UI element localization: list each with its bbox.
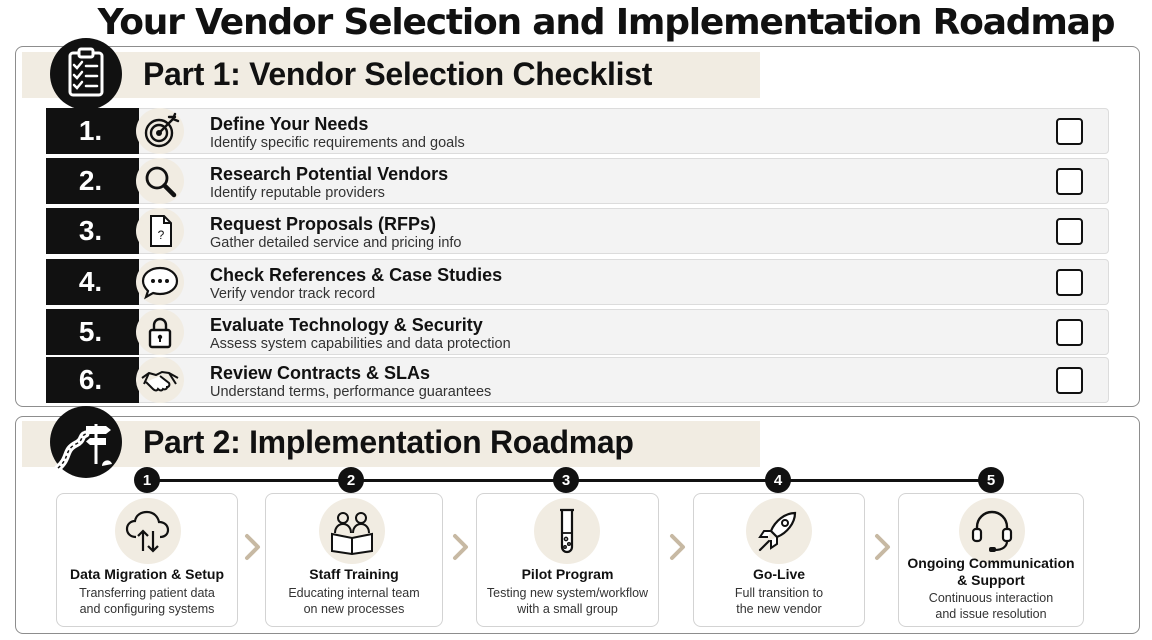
- chevron-right-icon: [242, 532, 264, 562]
- checklist-checkbox[interactable]: [1056, 319, 1083, 346]
- part2-heading: Part 2: Implementation Roadmap: [143, 424, 634, 460]
- road-signpost-icon: [50, 406, 122, 478]
- chevron-right-icon: [667, 532, 689, 562]
- svg-text:?: ?: [158, 228, 165, 242]
- handshake-icon: [136, 357, 184, 403]
- part1-heading-band: [22, 52, 760, 98]
- checklist-row-background: [134, 158, 1109, 204]
- checklist-row-background: [134, 357, 1109, 403]
- rocket-icon: [746, 498, 812, 564]
- step-number: 2.: [46, 158, 139, 204]
- roadmap-step-number: 3: [553, 467, 579, 493]
- checklist-item-description: Understand terms, performance guarantees: [210, 384, 492, 400]
- checklist-item-title: Define Your Needs: [210, 114, 369, 134]
- roadmap-step-description: and configuring systems: [79, 602, 215, 616]
- checklist-item-title: Request Proposals (RFPs): [210, 214, 437, 234]
- roadmap-step-title: Staff Training: [309, 566, 399, 582]
- clipboard-checklist-icon: [50, 38, 122, 110]
- step-number: 5.: [46, 309, 139, 355]
- checklist-row-background: [134, 108, 1109, 154]
- part1-heading: Part 1: Vendor Selection Checklist: [143, 56, 653, 92]
- checklist-item-title: Research Potential Vendors: [210, 164, 449, 184]
- checklist-item-description: Identify specific requirements and goals: [210, 135, 465, 151]
- checklist-row: 3.? Request Proposals (RFPs)Gather detail…: [46, 208, 1109, 254]
- roadmap-step-description: Testing new system/workflow: [486, 586, 649, 600]
- checklist-checkbox[interactable]: [1056, 118, 1083, 145]
- document-question-icon: ?: [136, 208, 184, 254]
- magnifier-icon: [136, 158, 184, 204]
- checklist-checkbox[interactable]: [1056, 269, 1083, 296]
- roadmap-step-description: Continuous interaction: [928, 591, 1054, 605]
- checklist-checkbox[interactable]: [1056, 367, 1083, 394]
- padlock-icon: [136, 309, 184, 355]
- roadmap-step-description: Educating internal team: [288, 586, 420, 600]
- checklist-item-description: Identify reputable providers: [210, 185, 385, 201]
- test-tube-icon: [534, 498, 600, 564]
- checklist-item-title: Check References & Case Studies: [210, 265, 503, 285]
- checklist-item-description: Assess system capabilities and data prot…: [210, 336, 511, 352]
- checklist-checkbox[interactable]: [1056, 168, 1083, 195]
- roadmap-step-number: 5: [978, 467, 1004, 493]
- page-title: Your Vendor Selection and Implementation…: [97, 2, 1116, 43]
- step-number: 4.: [46, 259, 139, 305]
- checklist-item-description: Gather detailed service and pricing info: [210, 235, 462, 251]
- step-number: 6.: [46, 357, 139, 403]
- roadmap-step-description: the new vendor: [736, 602, 822, 616]
- checklist-row-background: [134, 259, 1109, 305]
- roadmap-step-title: Go-Live: [752, 566, 806, 582]
- chevron-right-icon: [450, 532, 472, 562]
- step-number: 1.: [46, 108, 139, 154]
- chevron-right-icon: [872, 532, 894, 562]
- roadmap-step-title: Pilot Program: [521, 566, 614, 582]
- roadmap-step-title: & Support: [957, 572, 1025, 588]
- checklist-item-title: Review Contracts & SLAs: [210, 363, 431, 383]
- cloud-sync-icon: [115, 498, 181, 564]
- roadmap-step-number: 4: [765, 467, 791, 493]
- roadmap-step-description: Full transition to: [734, 586, 824, 600]
- speech-bubble-icon: [136, 259, 184, 305]
- headset-icon: [959, 498, 1025, 564]
- step-number: 3.: [46, 208, 139, 254]
- team-book-icon: [319, 498, 385, 564]
- roadmap-step-description: with a small group: [517, 602, 618, 616]
- checklist-item-description: Verify vendor track record: [210, 286, 376, 302]
- roadmap-step-number: 2: [338, 467, 364, 493]
- roadmap-step-title: Data Migration & Setup: [69, 566, 224, 582]
- roadmap-step-title: Ongoing Communication: [907, 555, 1075, 571]
- roadmap-step-number: 1: [134, 467, 160, 493]
- target-icon: [136, 108, 184, 154]
- checklist-row-background: [134, 208, 1109, 254]
- roadmap-step-description: and issue resolution: [935, 607, 1047, 621]
- roadmap-step-description: on new processes: [303, 602, 405, 616]
- part2-heading-band: [22, 421, 760, 467]
- checklist-row-background: [134, 309, 1109, 355]
- checklist-item-title: Evaluate Technology & Security: [210, 315, 483, 335]
- roadmap-step-description: Transferring patient data: [79, 586, 215, 600]
- checklist-checkbox[interactable]: [1056, 218, 1083, 245]
